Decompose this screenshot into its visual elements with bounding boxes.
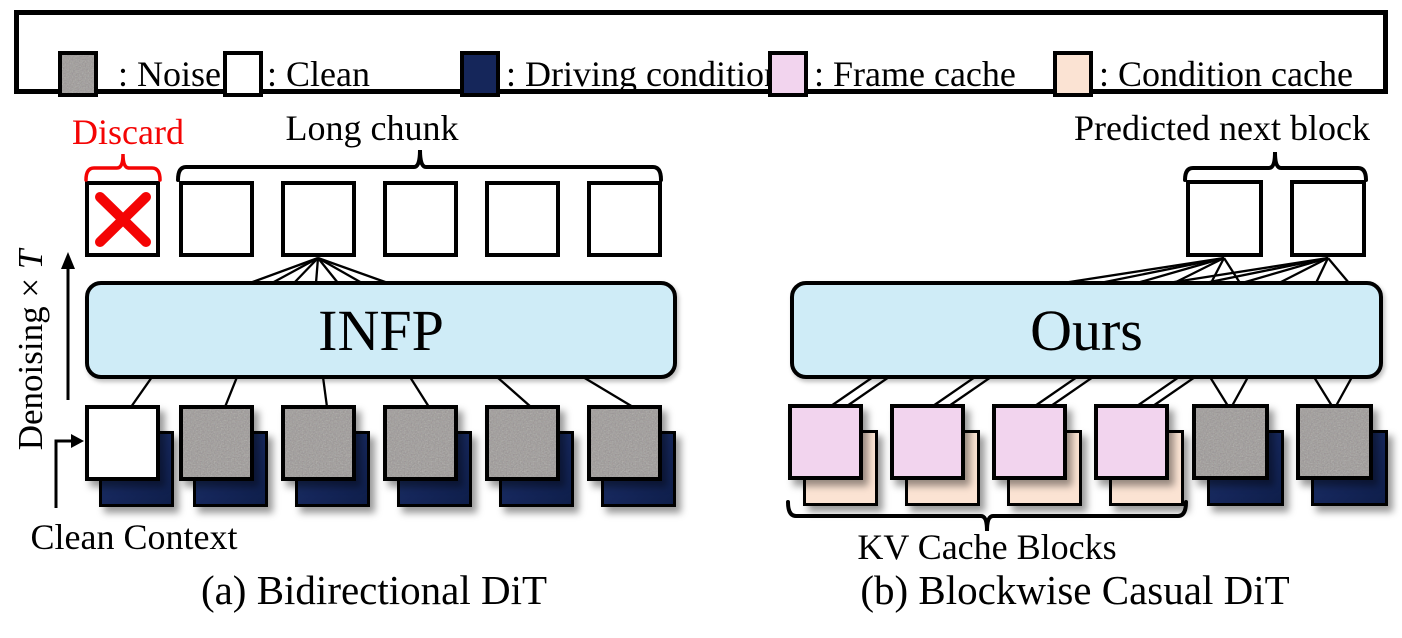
frame-cache-square: [788, 404, 863, 480]
frame-cache-square: [992, 404, 1067, 480]
ours-input-lines: [830, 376, 1354, 407]
driving-condition-swatch-icon: [460, 51, 500, 97]
infp-input-lines: [130, 376, 634, 408]
denoising-arrow: [61, 252, 75, 400]
predicted-block-brace: [1183, 151, 1368, 182]
legend-label-clean: : Clean: [267, 54, 370, 94]
noise-frame-square: [179, 405, 254, 481]
panel-a-caption: (a) Bidirectional DiT: [200, 567, 548, 613]
ours-model-box: Ours: [790, 281, 1383, 379]
noise-frame-square: [383, 405, 458, 481]
legend-label-frame-cache: : Frame cache: [814, 54, 1016, 94]
discard-label: Discard: [72, 112, 184, 152]
ours-output-fan-right: [1167, 256, 1350, 285]
legend-label-driving-condition: : Driving condition: [506, 54, 782, 94]
noise-frame-square: [587, 405, 662, 481]
clean-context-arrow: [54, 434, 84, 508]
predicted-next-block-label: Predicted next block: [1074, 108, 1370, 148]
predicted-frame-square: [1290, 180, 1366, 257]
long-chunk-brace: [176, 149, 663, 182]
condition-cache-swatch-icon: [1053, 51, 1093, 97]
ours-model-label: Ours: [1030, 297, 1143, 363]
legend-box: : Noise : Clean : Driving condition : Fr…: [14, 10, 1388, 97]
clean-frame-square: [383, 181, 458, 257]
frame-cache-square: [890, 404, 965, 480]
noise-swatch-icon: [58, 51, 98, 97]
denoising-axis-label: Denoising × T: [11, 249, 50, 451]
legend-label-noise: : Noise: [118, 54, 221, 94]
noise-frame-square: [281, 405, 356, 481]
clean-context-label: Clean Context: [30, 517, 238, 557]
infp-output-fan: [249, 256, 389, 285]
clean-frame-square: [281, 181, 356, 257]
panel-b-caption: (b) Blockwise Casual DiT: [860, 567, 1290, 613]
kv-cache-blocks-label: KV Cache Blocks: [857, 527, 1117, 567]
clean-frame-square: [179, 181, 254, 257]
clean-swatch-icon: [223, 51, 263, 97]
clean-frame-square: [485, 181, 560, 257]
ours-output-fan-left: [1062, 256, 1241, 285]
noise-frame-square: [485, 405, 560, 481]
frame-cache-square: [1094, 404, 1169, 480]
noise-frame-square: [1296, 404, 1373, 480]
clean-context-square: [85, 405, 160, 481]
clean-frame-square: [587, 181, 662, 257]
infp-model-label: INFP: [318, 297, 444, 363]
infp-model-box: INFP: [85, 281, 677, 379]
frame-cache-swatch-icon: [768, 51, 808, 97]
long-chunk-label: Long chunk: [285, 108, 459, 148]
discarded-frame-square: [85, 181, 160, 257]
predicted-frame-square: [1186, 180, 1263, 257]
noise-frame-square: [1192, 404, 1269, 480]
legend-label-condition-cache: : Condition cache: [1099, 54, 1353, 94]
discard-brace: [84, 153, 162, 182]
